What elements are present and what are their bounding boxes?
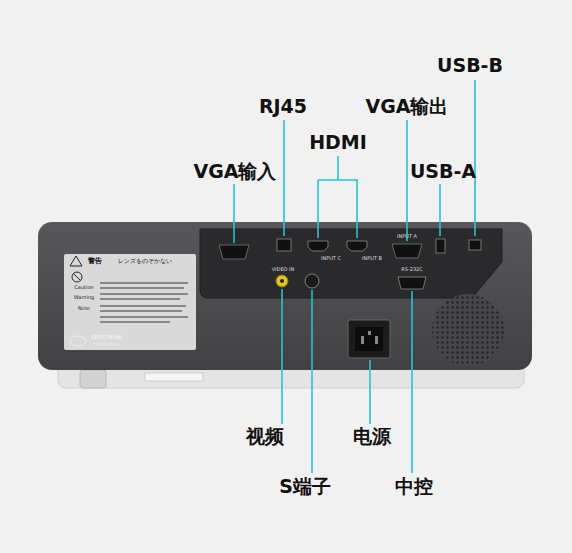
port-name: VIDEO IN xyxy=(272,267,295,273)
crestron-logo xyxy=(70,336,86,346)
sticker-text: Caution xyxy=(74,285,93,291)
vga-out-port xyxy=(392,244,422,258)
usb-a-port xyxy=(436,239,445,253)
callout-label: 中控 xyxy=(395,476,433,498)
rj45-port xyxy=(277,239,291,251)
usb-b-port xyxy=(469,240,481,250)
warning-triangle xyxy=(70,256,82,266)
fine-print xyxy=(100,282,188,323)
vga-in-port xyxy=(219,245,249,259)
housing xyxy=(38,222,532,370)
callout-label: RJ45 xyxy=(259,96,307,118)
video-port xyxy=(276,275,288,287)
s-video-port xyxy=(305,274,319,288)
hdmi-port xyxy=(347,241,367,251)
sticker-text: Warning xyxy=(74,295,95,301)
speaker-grille xyxy=(432,294,504,366)
brand-logo-text: connected xyxy=(93,342,119,348)
leader-lines xyxy=(234,80,475,473)
warning-sticker xyxy=(64,254,196,350)
callout-label: VGA输入 xyxy=(193,161,276,183)
port-name: INPUT C xyxy=(321,256,341,262)
callout-label: VGA输出 xyxy=(365,96,448,118)
callout-label: USB-B xyxy=(437,55,503,77)
brand-logo-text: CRESTRON xyxy=(91,335,121,341)
ports xyxy=(219,239,481,289)
callout-label: 视频 xyxy=(246,426,284,448)
sticker-text: 警告 xyxy=(88,257,102,265)
connector-panel xyxy=(200,229,502,298)
callout-label: USB-A xyxy=(410,161,476,183)
callout-label: 电源 xyxy=(353,426,391,448)
prohibit-symbol xyxy=(72,272,82,282)
foot xyxy=(80,370,106,388)
hdmi-port xyxy=(308,241,328,251)
callout-label: S端子 xyxy=(279,476,331,498)
port-name: RS-232C xyxy=(401,267,423,273)
callout-label: HDMI xyxy=(309,132,367,154)
port-name: INPUT A xyxy=(397,234,417,240)
power-socket xyxy=(348,320,390,358)
barcode-sticker xyxy=(145,373,203,381)
rs232-port xyxy=(398,277,426,289)
sticker-text: Note xyxy=(78,306,90,312)
port-name: INPUT B xyxy=(362,256,382,262)
sticker-text: レンズをのぞかない xyxy=(118,258,172,265)
